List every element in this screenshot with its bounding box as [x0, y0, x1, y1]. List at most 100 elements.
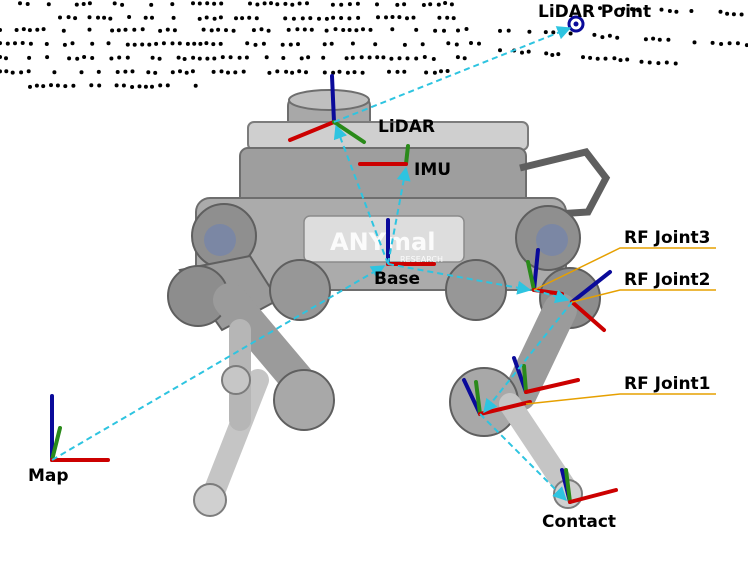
point-cloud-point [212, 16, 217, 21]
point-cloud-point [132, 27, 137, 32]
point-cloud-point [150, 15, 154, 20]
point-cloud-point [651, 36, 656, 41]
point-cloud-point [692, 40, 697, 45]
point-cloud-point [209, 28, 214, 33]
point-cloud-point [424, 70, 429, 75]
point-cloud-point [544, 51, 549, 56]
point-cloud-point [321, 55, 326, 60]
point-cloud-point [520, 50, 524, 55]
point-cloud-point [600, 35, 605, 40]
point-cloud-point [216, 27, 221, 32]
point-cloud-point [137, 84, 142, 89]
point-cloud-point [329, 41, 334, 46]
point-cloud-point [0, 55, 2, 59]
point-cloud-point [193, 83, 198, 88]
point-cloud-point [384, 15, 388, 20]
point-cloud-point [255, 2, 260, 7]
point-cloud-point [305, 1, 309, 6]
point-cloud-point [659, 7, 664, 12]
point-cloud-point [588, 55, 593, 60]
point-cloud-point [442, 28, 446, 33]
point-cloud-point [28, 41, 33, 46]
point-cloud-point [191, 55, 196, 60]
point-cloud-point [275, 69, 280, 74]
point-cloud-point [667, 9, 672, 13]
arrow-joint2-to-joint1 [483, 301, 573, 414]
point-cloud-point [10, 70, 15, 75]
point-cloud-point [445, 15, 450, 20]
point-cloud-point [341, 28, 346, 32]
point-cloud-point [339, 16, 344, 20]
point-cloud-point [333, 27, 338, 32]
point-cloud-point [0, 41, 2, 46]
point-cloud-point [170, 70, 175, 75]
point-cloud-point [116, 28, 121, 33]
point-cloud-point [290, 2, 295, 7]
point-cloud-point [197, 56, 202, 61]
point-cloud-point [79, 70, 84, 75]
point-cloud-point [191, 1, 195, 6]
point-cloud-point [324, 16, 329, 21]
point-cloud-point [127, 15, 132, 19]
point-cloud-point [154, 41, 159, 46]
lidar-point-marker [567, 15, 585, 33]
point-cloud-point [261, 41, 266, 46]
point-cloud-point [674, 9, 679, 14]
arrow-lidar-to-point [333, 26, 572, 123]
point-cloud-point [248, 1, 252, 6]
point-cloud-point [90, 41, 95, 46]
point-cloud-point [27, 28, 32, 33]
point-cloud-point [267, 70, 272, 75]
point-cloud-point [290, 70, 295, 75]
point-cloud-point [13, 41, 17, 46]
arrow-joint3-to-joint2 [533, 289, 570, 304]
point-cloud-point [82, 55, 87, 59]
point-cloud-point [18, 1, 22, 6]
point-cloud-point [451, 16, 456, 21]
point-cloud-point [725, 11, 730, 16]
point-cloud-point [317, 16, 321, 21]
point-cloud-point [70, 41, 75, 46]
point-cloud-point [140, 27, 145, 32]
point-cloud-point [375, 55, 380, 60]
point-cloud-point [324, 28, 329, 33]
robot-logo-subtext: RESEARCH [400, 255, 443, 264]
point-cloud-point [356, 15, 361, 20]
point-cloud-point [543, 30, 548, 35]
point-cloud-point [347, 28, 352, 32]
point-cloud-point [347, 16, 352, 21]
point-cloud-point [595, 56, 600, 61]
point-cloud-point [359, 55, 364, 60]
point-cloud-point [143, 84, 148, 89]
point-cloud-point [231, 28, 236, 33]
point-cloud-point [625, 57, 630, 62]
point-cloud-point [300, 16, 305, 21]
point-cloud-point [432, 70, 437, 75]
point-cloud-point [411, 15, 416, 20]
point-cloud-point [177, 41, 182, 46]
point-cloud-point [14, 28, 19, 32]
point-cloud-point [81, 2, 86, 6]
point-cloud-point [550, 53, 555, 57]
point-cloud-point [275, 2, 280, 7]
point-cloud-point [90, 56, 95, 60]
point-cloud-point [201, 27, 206, 32]
point-cloud-point [176, 55, 181, 60]
point-cloud-point [171, 15, 176, 20]
point-cloud-point [286, 27, 291, 32]
label-contact: Contact [542, 512, 616, 532]
point-cloud-point [182, 57, 187, 61]
frame-imu [358, 144, 410, 166]
lidar-point-cloud [0, 1, 748, 89]
point-cloud-point [5, 41, 10, 46]
point-cloud-point [656, 61, 661, 66]
point-cloud-point [375, 2, 379, 7]
point-cloud-point [643, 37, 648, 42]
point-cloud-point [350, 55, 355, 60]
point-cloud-point [402, 42, 407, 47]
point-cloud-point [224, 28, 228, 33]
point-cloud-point [373, 42, 378, 47]
point-cloud-point [247, 15, 252, 20]
point-cloud-point [387, 69, 391, 74]
point-cloud-point [673, 61, 678, 66]
